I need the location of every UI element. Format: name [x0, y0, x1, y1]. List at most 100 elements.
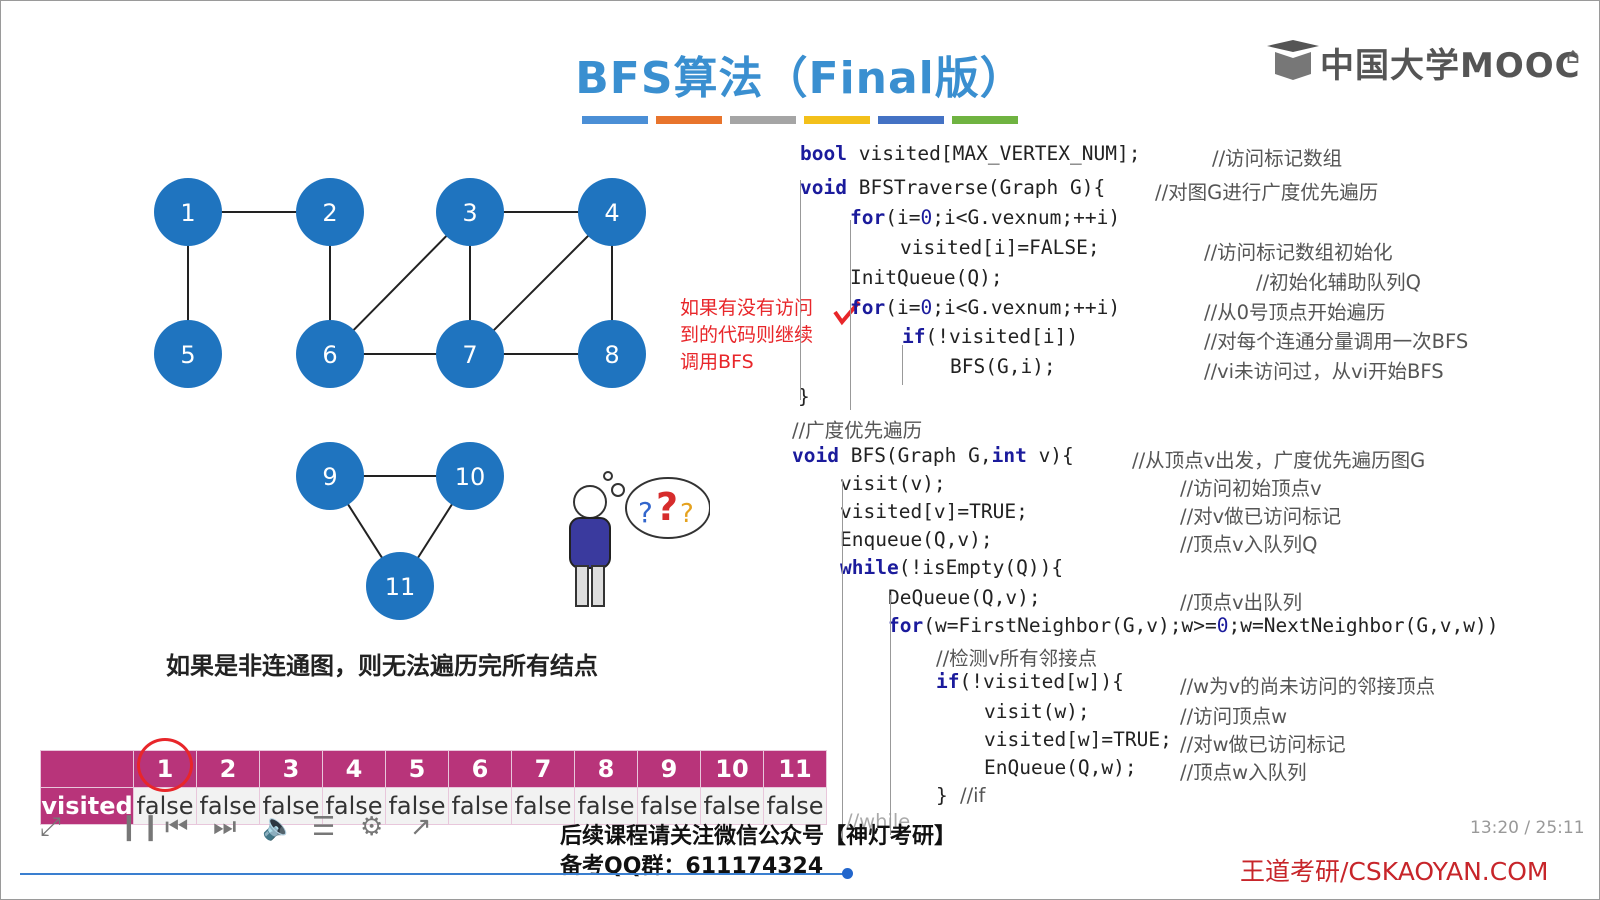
code-line: while(!isEmpty(Q)){ — [840, 556, 1064, 579]
code-comment: //w为v的尚未访问的邻接顶点 — [1180, 675, 1436, 698]
code-comment: //对图G进行广度优先遍历 — [1155, 181, 1379, 204]
code-line: EnQueue(Q,w); — [984, 756, 1137, 779]
code-comment: //while — [846, 810, 911, 833]
graph-node: 5 — [154, 320, 222, 388]
svg-text:1: 1 — [180, 199, 195, 227]
handwritten-note: 如果有没有访问 到的代码则继续 调用BFS — [680, 297, 814, 373]
code-line: if(!visited[w]){ — [936, 670, 1124, 693]
graph-node: 9 — [296, 442, 364, 510]
slide-title: BFS算法（Final版） — [575, 53, 1025, 104]
code-comment: //对每个连通分量调用一次BFS — [1204, 330, 1469, 353]
table-index-cell: 5 — [385, 750, 449, 788]
table-index-cell: 11 — [763, 750, 827, 788]
volume-icon[interactable]: 🔈 — [262, 812, 295, 842]
svg-text:10: 10 — [455, 463, 486, 491]
graph-node: 3 — [436, 178, 504, 246]
code-line: for(i=0;i<G.vexnum;++i) — [850, 296, 1121, 319]
graph-node: 6 — [296, 320, 364, 388]
svg-text:7: 7 — [462, 341, 477, 369]
color-bar-segment — [878, 116, 944, 124]
code-comment: //顶点w入队列 — [1180, 761, 1307, 784]
code-line: if(!visited[i]) — [902, 325, 1079, 348]
code-comment: //初始化辅助队列Q — [1256, 271, 1421, 294]
code-comment: //广度优先遍历 — [792, 419, 923, 442]
graph-node: 7 — [436, 320, 504, 388]
progress-bar[interactable] — [20, 873, 850, 875]
color-bar-segment — [656, 116, 722, 124]
expand-icon[interactable]: ↗ — [410, 812, 432, 842]
graph-node: 1 — [154, 178, 222, 246]
svg-text:?: ? — [656, 485, 678, 529]
visited-value-cell: false — [322, 787, 386, 825]
color-bar-segment — [730, 116, 796, 124]
checkmark-icon — [833, 300, 861, 326]
code-comment: //if — [960, 784, 986, 807]
table-index-cell: 7 — [511, 750, 575, 788]
visited-value-cell: false — [259, 787, 323, 825]
table-index-cell: 9 — [637, 750, 701, 788]
code-guide-line — [902, 345, 903, 385]
color-bar-segment — [804, 116, 870, 124]
code-comment: //对w做已访问标记 — [1180, 733, 1346, 756]
color-bar-segment — [582, 116, 648, 124]
code-guide-line — [850, 220, 851, 410]
playback-time: 13:20 / 25:11 — [1470, 818, 1585, 838]
settings-icon[interactable]: ⚙ — [360, 812, 384, 842]
svg-text:3: 3 — [462, 199, 477, 227]
code-comment: //vi未访问过，从vi开始BFS — [1204, 360, 1444, 383]
code-comment: //检测v所有邻接点 — [936, 647, 1098, 670]
svg-text:5: 5 — [180, 341, 195, 369]
pause-icon[interactable]: ❙❙ — [118, 812, 162, 842]
code-comment: //顶点v出队列 — [1180, 591, 1303, 614]
table-index-cell: 4 — [322, 750, 386, 788]
code-comment: //访问标记数组初始化 — [1204, 241, 1393, 264]
highlight-circle — [137, 738, 193, 792]
code-line: } — [936, 784, 948, 807]
code-guide-line — [890, 595, 891, 835]
svg-text:?: ? — [638, 496, 653, 529]
brand-watermark: 王道考研/CSKAOYAN.COM — [1240, 857, 1549, 886]
graph-node: 10 — [436, 442, 504, 510]
visited-value-cell: false — [574, 787, 638, 825]
svg-text:4: 4 — [604, 199, 619, 227]
prev-icon[interactable]: ⏮ — [165, 812, 189, 842]
visited-value-cell: false — [448, 787, 512, 825]
mooc-logo-text: 中国大学MOOC — [1320, 46, 1581, 86]
svg-text:6: 6 — [322, 341, 337, 369]
code-line: InitQueue(Q); — [850, 266, 1003, 289]
code-line: void BFSTraverse(Graph G){ — [800, 176, 1106, 199]
mooc-logo-icon — [1267, 40, 1319, 80]
visited-value-cell: false — [763, 787, 827, 825]
playlist-icon[interactable]: ☰ — [312, 812, 336, 842]
table-index-cell: 10 — [700, 750, 764, 788]
qq-group: 备考QQ群：611174324 — [560, 854, 824, 879]
code-line: BFS(G,i); — [950, 355, 1056, 378]
code-line: } — [798, 385, 810, 408]
svg-text:?: ? — [680, 499, 694, 529]
code-comment: //顶点v入队列Q — [1180, 533, 1318, 556]
follow-notice: 后续课程请关注微信公众号【神灯考研】 — [560, 824, 957, 849]
graph-node: 11 — [366, 552, 434, 620]
code-comment: //访问初始顶点v — [1180, 477, 1322, 500]
visited-value-cell: false — [385, 787, 449, 825]
table-index-cell: 6 — [448, 750, 512, 788]
code-comment: //从顶点v出发，广度优先遍历图G — [1132, 449, 1426, 472]
visited-value-cell: false — [700, 787, 764, 825]
code-line: DeQueue(Q,v); — [888, 586, 1041, 609]
graph-node: 2 — [296, 178, 364, 246]
code-comment: //访问标记数组 — [1212, 147, 1343, 170]
svg-text:8: 8 — [604, 341, 619, 369]
progress-knob[interactable] — [842, 868, 853, 879]
window-icon[interactable]: ⌂ — [1566, 44, 1580, 69]
visited-value-cell: false — [511, 787, 575, 825]
code-line: for(i=0;i<G.vexnum;++i) — [850, 206, 1121, 229]
code-line: visited[v]=TRUE; — [840, 500, 1028, 523]
code-guide-line — [800, 180, 801, 400]
svg-text:9: 9 — [322, 463, 337, 491]
next-icon[interactable]: ⏭ — [213, 812, 237, 842]
table-index-cell: 3 — [259, 750, 323, 788]
svg-text:2: 2 — [322, 199, 337, 227]
code-comment: //从0号顶点开始遍历 — [1204, 301, 1386, 324]
visited-value-cell: false — [637, 787, 701, 825]
fullscreen-icon[interactable]: ⤢ — [40, 812, 61, 842]
